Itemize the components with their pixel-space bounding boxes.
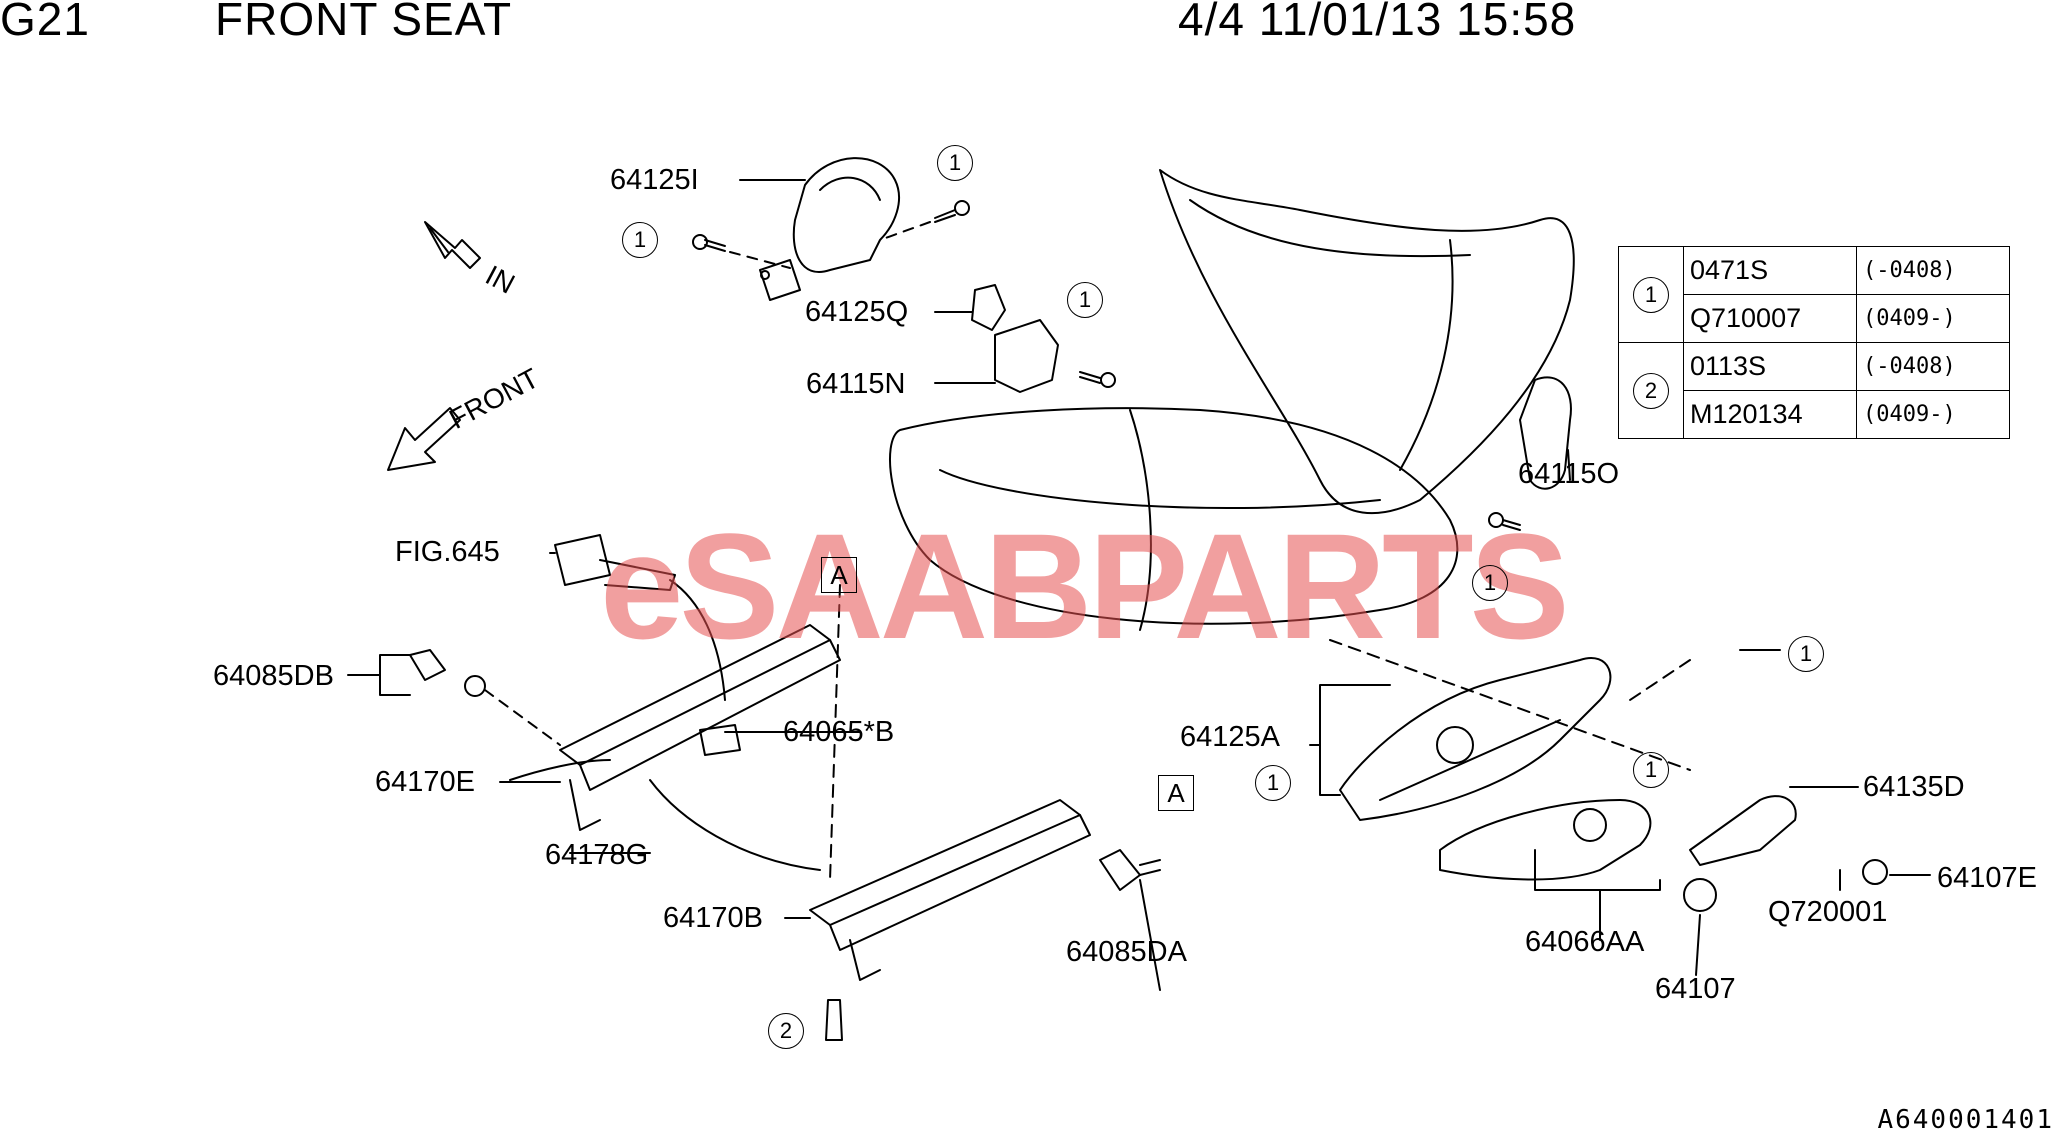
ref-circle-1: 1 xyxy=(1633,752,1669,788)
legend-row: 1 0471S (-0408) xyxy=(1618,246,2010,343)
callout-64066AA: 64066AA xyxy=(1525,926,1645,958)
cover-64115N xyxy=(994,319,1059,393)
ref-box-a: A xyxy=(1158,775,1194,811)
lever-64135D xyxy=(1689,795,1797,866)
harness-64065B xyxy=(669,579,726,701)
callout-64135D: 64135D xyxy=(1863,771,1965,803)
callout-64170B: 64170B xyxy=(663,902,763,934)
callout-64125I: 64125I xyxy=(610,164,699,196)
callout-64125A: 64125A xyxy=(1180,721,1280,753)
ref-circle-1: 1 xyxy=(937,145,973,181)
cover-64115O xyxy=(1519,376,1572,490)
ref-box-a: A xyxy=(821,557,857,593)
callout-64085DB: 64085DB xyxy=(213,660,334,692)
seat-back xyxy=(1159,169,1575,515)
callout-64170E: 64170E xyxy=(375,766,475,798)
callout-64085DA: 64085DA xyxy=(1066,936,1187,968)
ref-circle-1: 1 xyxy=(622,222,658,258)
legend-symbol: 1 xyxy=(1618,246,1684,343)
group-code: G21 xyxy=(0,0,90,45)
diagram-code: A640001401 xyxy=(1877,1105,2054,1135)
legend-row: M120134 (0409-) xyxy=(1619,390,2010,439)
legend-symbol: 2 xyxy=(1618,342,1684,439)
recliner-base-64125A xyxy=(1339,657,1612,821)
legend-part: 0113S xyxy=(1683,342,1857,391)
cover-64125I xyxy=(759,157,900,301)
bolt-64085DA xyxy=(1099,849,1161,891)
wire-64178G xyxy=(649,779,821,871)
bolt-lower xyxy=(825,999,843,1041)
page-info: 4/4 11/01/13 15:58 xyxy=(1178,0,1577,45)
clip-64125Q xyxy=(971,284,1006,331)
in-arrow-icon xyxy=(424,221,481,269)
callout-64115O: 64115O xyxy=(1518,458,1620,490)
watermark: eSAABPARTS xyxy=(600,502,1570,670)
fastener-legend: 1 0471S (-0408) Q710007 (0409-) 2 0113S … xyxy=(1618,246,2010,439)
callout-Q720001: Q720001 xyxy=(1768,896,1888,928)
seat-cushion xyxy=(889,407,1459,631)
legend-range: (0409-) xyxy=(1856,294,2010,343)
bolt-64085DB xyxy=(409,649,486,697)
screw-top-right xyxy=(934,200,970,223)
screw-64115O xyxy=(1488,512,1521,531)
callout-64115N: 64115N xyxy=(806,368,906,400)
legend-range: (0409-) xyxy=(1856,390,2010,439)
legend-part: Q710007 xyxy=(1683,294,1857,343)
recliner-cover-64066AA xyxy=(1439,799,1652,881)
callout-64178G: 64178G xyxy=(545,839,649,871)
callout-64065B: 64065*B xyxy=(783,716,895,748)
ref-circle-1: 1 xyxy=(1472,565,1508,601)
screw-64115N xyxy=(1079,371,1116,388)
legend-part: 0471S xyxy=(1683,246,1857,295)
callout-fig645: FIG.645 xyxy=(395,536,500,568)
rail-64170B xyxy=(809,799,1091,981)
page-title: FRONT SEAT xyxy=(215,0,513,45)
legend-range: (-0408) xyxy=(1856,246,2010,295)
legend-part: M120134 xyxy=(1683,390,1857,439)
callout-64125Q: 64125Q xyxy=(805,296,909,328)
ref-circle-1: 1 xyxy=(1067,282,1103,318)
ref-circle-2: 2 xyxy=(768,1013,804,1049)
legend-row: Q710007 (0409-) xyxy=(1619,294,2010,343)
front-arrow-icon xyxy=(387,407,461,471)
rail-64170E xyxy=(509,624,841,831)
legend-row: 2 0113S (-0408) xyxy=(1618,342,2010,439)
ref-circle-1: 1 xyxy=(1255,765,1291,801)
legend-range: (-0408) xyxy=(1856,342,2010,391)
callout-64107: 64107 xyxy=(1655,973,1736,1005)
screw-top-left xyxy=(692,234,726,252)
cap-64107E xyxy=(1862,859,1888,885)
callout-64107E: 64107E xyxy=(1937,862,2037,894)
connector xyxy=(699,724,741,756)
ref-circle-1: 1 xyxy=(1788,636,1824,672)
cap-64107 xyxy=(1683,878,1717,912)
